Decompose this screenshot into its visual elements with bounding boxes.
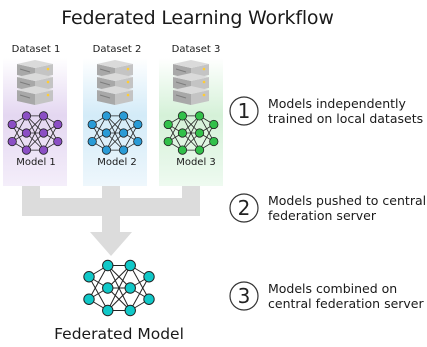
step-circle-2 (229, 193, 259, 223)
dataset-2-card (83, 58, 147, 186)
dataset-1-label: Dataset 1 (11, 44, 61, 55)
diagram-title: Federated Learning Workflow (61, 7, 334, 29)
step-3-line-2: central federation server (268, 296, 424, 311)
federated-model-network-icon (83, 259, 155, 317)
step-1-number: 1 (237, 99, 251, 123)
dataset-3-card (159, 58, 223, 186)
step-1-line-2: trained on local datasets (268, 111, 424, 126)
dataset-3-label: Dataset 3 (171, 44, 221, 55)
model-3-label: Model 3 (176, 157, 216, 168)
step-2-number: 2 (237, 196, 251, 220)
step-circle-3 (229, 281, 259, 311)
step-1-text: Models independently trained on local da… (268, 96, 423, 126)
dataset-1-card (3, 58, 67, 186)
model-2-label: Model 2 (97, 157, 137, 168)
model-2-network-icon (87, 111, 143, 155)
step-1-line-1: Models independently (268, 96, 406, 111)
server-3-icon (173, 60, 209, 105)
server-2-icon (97, 60, 133, 105)
step-circle-1 (229, 96, 259, 126)
federated-model-label: Federated Model (54, 325, 184, 343)
step-3-text: Models combined on central federation se… (268, 281, 424, 311)
model-1-network-icon (7, 111, 63, 155)
dataset-2-label: Dataset 2 (92, 44, 142, 55)
step-2-line-1: Models pushed to central (268, 193, 427, 208)
model-3-network-icon (163, 111, 219, 155)
connector-arrow (22, 185, 200, 256)
step-2-text: Models pushed to central federation serv… (268, 193, 426, 223)
model-1-label: Model 1 (16, 157, 56, 168)
step-2-line-2: federation server (268, 208, 377, 223)
server-1-icon (17, 60, 53, 105)
step-3-line-1: Models combined on (268, 281, 398, 296)
step-3-number: 3 (237, 284, 251, 308)
